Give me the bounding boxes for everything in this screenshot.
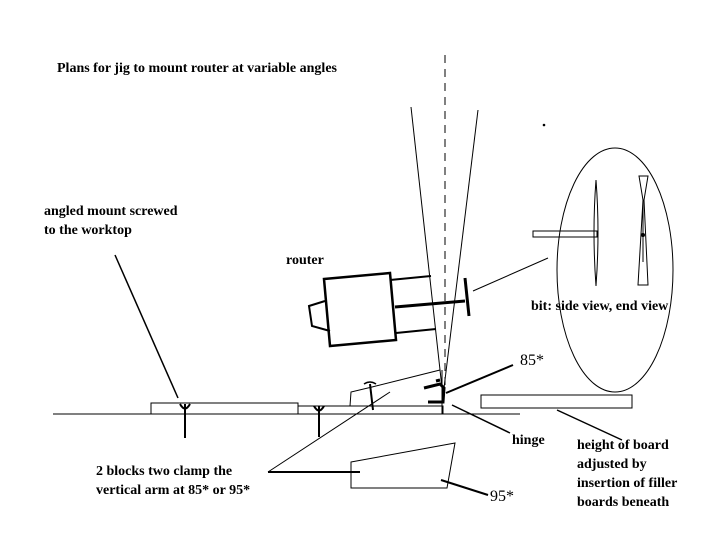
cone-left <box>410 106 443 389</box>
label-blocks-1: 2 blocks two clamp the <box>96 464 233 479</box>
router-body <box>322 271 398 348</box>
label-angle-85: 85* <box>520 352 544 369</box>
label-angled-mount-2: to the worktop <box>44 223 132 238</box>
label-bit-views: bit: side view, end view <box>531 299 669 314</box>
router-collar-top <box>389 275 432 281</box>
screw-icon <box>179 403 191 438</box>
router-bit <box>463 277 471 317</box>
diagram-title: Plans for jig to mount router at variabl… <box>57 61 337 76</box>
leader-bit <box>472 257 549 292</box>
router-shaft <box>394 299 466 309</box>
leader-board <box>556 409 623 441</box>
label-board-2: adjusted by <box>577 457 647 472</box>
leader-85 <box>445 364 514 394</box>
stray-dot <box>542 123 546 127</box>
label-router: router <box>286 253 324 268</box>
clamp-block <box>350 442 456 489</box>
label-board-3: insertion of filler <box>577 476 678 491</box>
leader-blocks <box>267 391 391 473</box>
leader-95 <box>440 479 489 496</box>
label-blocks-2: vertical arm at 85* or 95* <box>96 483 251 498</box>
leader-angled-mount <box>114 254 179 399</box>
hinge-icon <box>423 382 446 404</box>
support-strut <box>369 383 374 411</box>
filler-board <box>480 394 633 409</box>
router-collar-bottom <box>395 328 437 334</box>
bit-end-view <box>637 175 649 286</box>
bit-side-view <box>532 179 599 287</box>
bit-inset-ellipse <box>556 147 674 393</box>
support-block <box>349 369 441 407</box>
router-cap <box>307 300 331 332</box>
mount-base-board <box>150 402 444 414</box>
cone-right <box>443 109 479 389</box>
label-angle-95: 95* <box>490 488 514 505</box>
label-board-1: height of board <box>577 438 669 453</box>
screw-icon <box>313 405 325 437</box>
leader-hinge <box>451 404 511 434</box>
label-board-4: boards beneath <box>577 495 670 510</box>
label-hinge: hinge <box>512 433 545 448</box>
label-angled-mount-1: angled mount screwed <box>44 204 178 219</box>
